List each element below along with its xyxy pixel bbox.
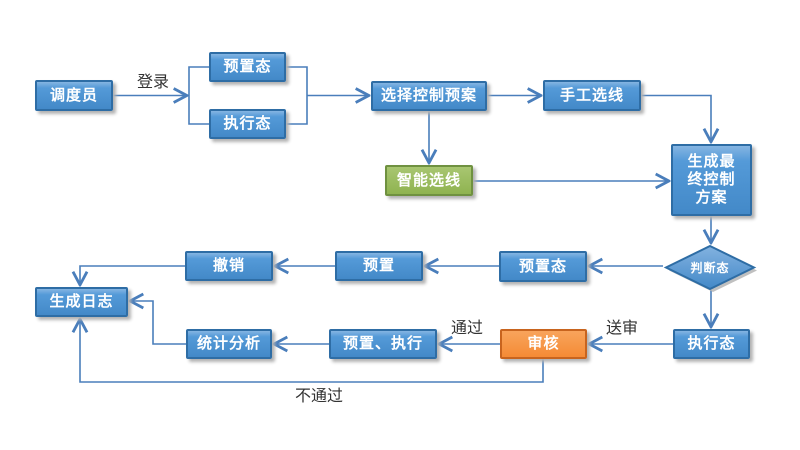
edge-stat-to-log <box>131 301 186 345</box>
node-dispatcher: 调度员 <box>35 80 113 111</box>
node-smart-line: 智能选线 <box>385 165 473 196</box>
node-preset-state-mid: 预置态 <box>499 251 587 282</box>
node-stat-analysis: 统计分析 <box>186 329 272 359</box>
node-exec-state-top: 执行态 <box>209 109 286 139</box>
edge-label-submit: 送审 <box>606 320 639 337</box>
node-review: 审核 <box>500 329 587 359</box>
edge-manual-to-final <box>641 94 711 142</box>
node-judge-state: 判断态 <box>663 244 757 292</box>
node-final-control-plan: 生成最 终控制 方案 <box>671 144 752 216</box>
bracket-left <box>188 66 209 125</box>
edge-label-pass: 通过 <box>451 320 484 337</box>
node-generate-log: 生成日志 <box>35 287 128 317</box>
edge-revoke-to-log <box>80 265 185 284</box>
node-preset: 预置 <box>335 251 423 281</box>
node-manual-line: 手工选线 <box>543 80 641 111</box>
edge-review-fail-to-log <box>80 320 544 383</box>
node-revoke: 撤销 <box>185 251 273 281</box>
node-exec-state-bottom: 执行态 <box>673 329 750 359</box>
edge-label-fail: 不通过 <box>295 388 344 405</box>
node-select-control-plan: 选择控制预案 <box>371 81 487 111</box>
bracket-right <box>286 66 308 125</box>
node-preset-state-top: 预置态 <box>209 52 286 82</box>
node-preset-execute: 预置、执行 <box>329 329 437 359</box>
edge-label-login: 登录 <box>137 74 170 91</box>
judge-state-label: 判断态 <box>690 261 730 275</box>
